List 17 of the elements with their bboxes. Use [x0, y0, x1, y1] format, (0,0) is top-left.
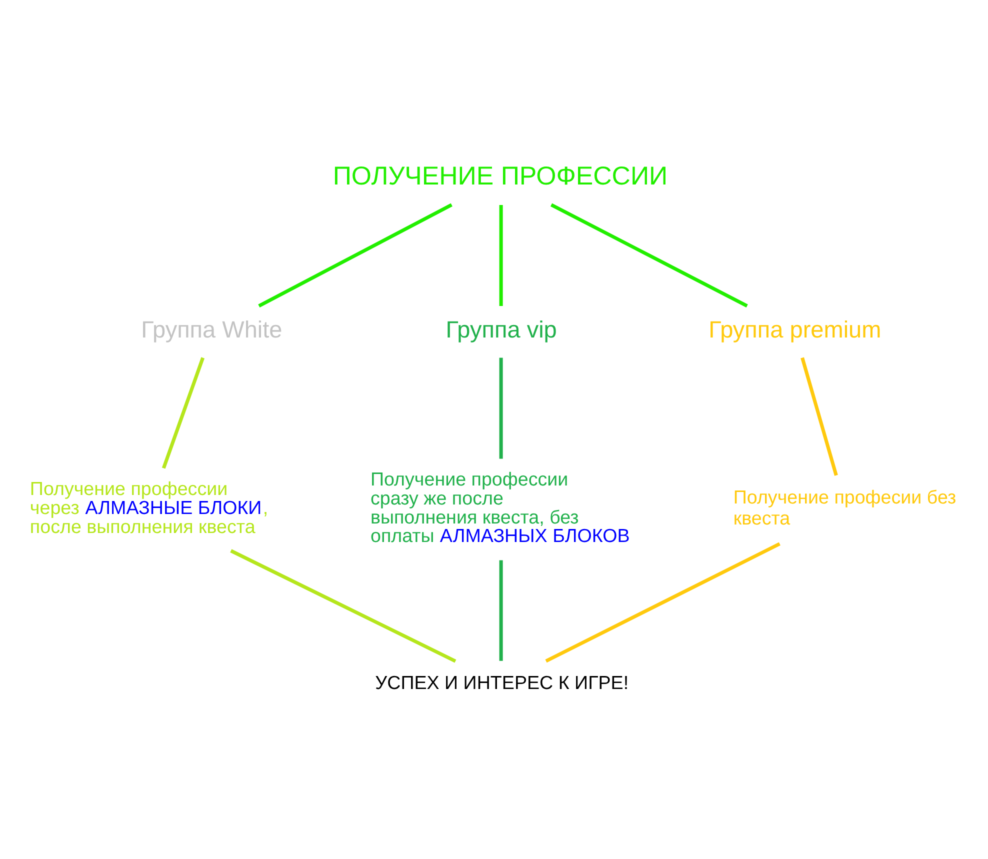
- connector: [230, 549, 456, 663]
- node-text: Получение професии без квеста: [733, 486, 956, 529]
- node-text: Получение профессии через АЛМАЗНЫЕ БЛОКИ, после выполнения квеста: [30, 478, 268, 537]
- node-text: Группа vip: [446, 316, 557, 343]
- node-text: Получение профессии сразу же после выполнения квеста, без оплаты АЛМАЗНЫХ БЛОКОВ: [370, 468, 630, 546]
- node-text: Группа White: [141, 316, 282, 343]
- connector: [800, 357, 838, 476]
- connector: [499, 560, 503, 661]
- node-text: Группа premium: [708, 316, 882, 343]
- connector: [499, 358, 503, 459]
- connector: [499, 205, 503, 306]
- node-text: УСПЕХ И ИНТЕРЕС К ИГРЕ!: [375, 672, 629, 694]
- connector: [545, 542, 780, 663]
- node-text: ПОЛУЧЕНИЕ ПРОФЕССИИ: [332, 162, 668, 190]
- connector: [258, 203, 452, 308]
- connector: [162, 357, 205, 469]
- connector: [550, 203, 748, 308]
